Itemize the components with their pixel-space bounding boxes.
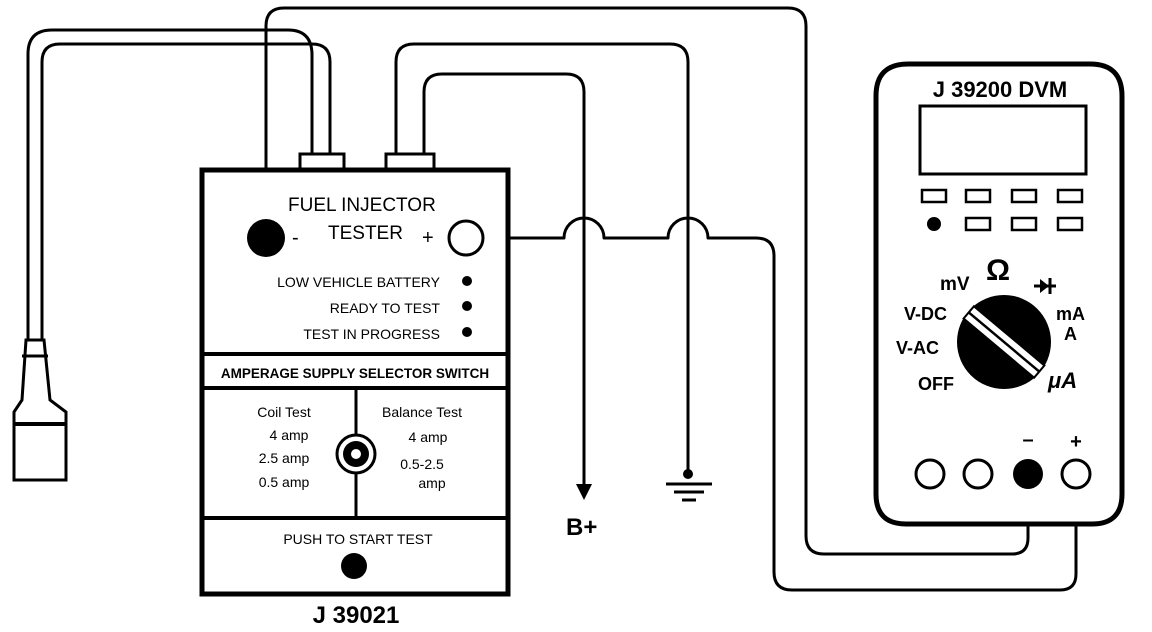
dvm-terminal-2[interactable] [962,458,994,490]
dvm-display [918,104,1088,176]
dvm-plus-terminal-sign: + [1070,431,1082,453]
negative-jack[interactable] [247,219,285,257]
b-plus-lead-wire [422,72,586,490]
injector-connector-plug-icon [12,338,68,482]
coil-test-value-1: 4 amp [270,427,309,443]
selector-switch-header: AMPERAGE SUPPLY SELECTOR SWITCH [221,366,489,381]
diode-icon [1034,278,1056,294]
positive-sign-label: + [422,227,434,249]
dvm-button[interactable] [964,188,992,204]
dial-label-ma: mA [1056,304,1085,324]
ohm-icon: Ω [986,254,1010,287]
balance-test-label: Balance Test [382,404,462,420]
dvm-power-button[interactable] [927,217,941,231]
dial-label-ua: μA [1047,368,1077,393]
dial-label-a: A [1064,324,1077,344]
dial-label-off: OFF [918,374,954,394]
positive-jack[interactable] [447,219,485,257]
dvm-positive-terminal[interactable] [1060,458,1092,490]
low-battery-led [462,276,472,286]
injector-harness-wire-inner [40,42,332,342]
tester-model-label: J 39021 [313,602,400,629]
b-plus-arrow-icon [576,484,592,500]
coil-test-value-2: 2.5 amp [259,450,310,466]
dvm-rotary-dial[interactable] [957,295,1051,389]
tester-title-line2: TESTER [328,223,403,244]
negative-test-lead-wire [264,6,1030,556]
dvm-button[interactable] [1010,188,1038,204]
dvm-button[interactable] [1010,216,1038,232]
ground-lead-wire [394,42,690,474]
negative-sign-label: - [292,227,299,249]
dial-label-vdc: V-DC [904,304,947,324]
dvm-minus-terminal-sign: – [1022,429,1033,451]
dvm-button[interactable] [920,188,948,204]
amperage-selector-knob[interactable] [335,433,377,475]
ground-symbol-icon [666,469,712,502]
coil-test-label: Coil Test [257,404,311,420]
ready-led [462,301,472,311]
digital-voltmeter: J 39200 DVM mV Ω V-DC mA A V-AC OFF μA [873,61,1125,527]
positive-test-lead-wire [482,216,1078,592]
fuel-injector-tester: FUEL INJECTOR TESTER - + LOW VEHICLE BAT… [199,152,511,597]
dvm-title: J 39200 DVM [933,77,1068,102]
in-progress-led [462,327,472,337]
tester-title-line1: FUEL INJECTOR [288,195,436,216]
dvm-button[interactable] [1056,216,1084,232]
b-plus-label: B+ [566,514,597,541]
indicator-ready-label: READY TO TEST [330,300,441,316]
balance-test-value-1: 4 amp [409,429,448,445]
dvm-button[interactable] [964,216,992,232]
indicator-low-battery-label: LOW VEHICLE BATTERY [277,274,441,290]
dvm-negative-terminal[interactable] [1013,459,1043,489]
coil-test-value-3: 0.5 amp [259,474,310,490]
dial-label-mv: mV [940,274,970,295]
dial-label-vac: V-AC [896,338,939,358]
push-to-start-button[interactable] [341,553,367,579]
balance-test-value-2: 0.5-2.5 [400,456,444,472]
indicator-in-progress-label: TEST IN PROGRESS [303,326,440,342]
push-to-start-label: PUSH TO START TEST [283,531,433,547]
balance-test-value-3: amp [418,475,445,491]
dvm-terminal-1[interactable] [914,458,946,490]
dvm-button[interactable] [1056,188,1084,204]
